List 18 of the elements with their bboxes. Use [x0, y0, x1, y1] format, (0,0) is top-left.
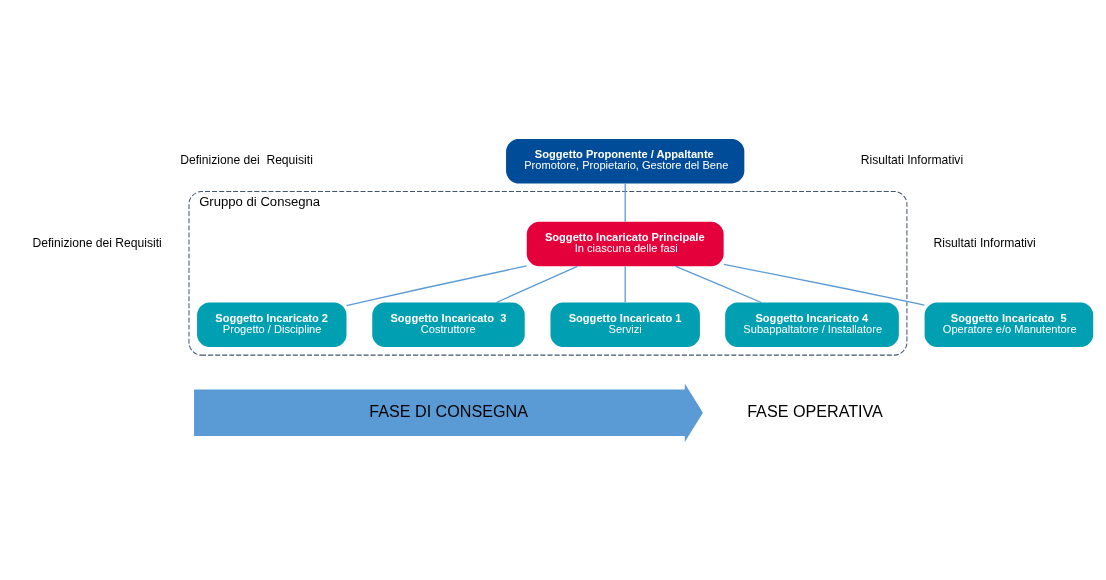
connector — [624, 265, 626, 303]
node-box: Soggetto Incaricato 1 Servizi — [550, 302, 700, 347]
node-box: Soggetto Incaricato 2 Progetto / Discipline — [197, 302, 347, 347]
label: Definizione dei Requisiti — [32, 235, 162, 250]
connector — [723, 263, 926, 306]
connector — [345, 264, 528, 306]
label: Risultati Informativi — [860, 152, 964, 167]
node-box: Soggetto Incaricato 4 Subappaltatore / Installatore — [725, 302, 899, 347]
connector — [495, 265, 579, 303]
node-box: Soggetto Incaricato Principale In ciascuna delle fasi — [526, 221, 724, 266]
label: FASE OPERATIVA — [747, 401, 883, 420]
node-box: Soggetto Proponente / Appaltante Promotore, Propietario, Gestore del Bene — [506, 138, 745, 183]
node-box: Soggetto Incaricato 5 Operatore e/o Manutentore — [924, 302, 1094, 347]
label: Definizione dei Requisiti — [180, 152, 313, 167]
node-box: Soggetto Incaricato 3 Costruttore — [372, 302, 525, 347]
connector — [675, 265, 763, 303]
label: Risultati Informativi — [933, 235, 1036, 250]
connector — [624, 182, 626, 222]
